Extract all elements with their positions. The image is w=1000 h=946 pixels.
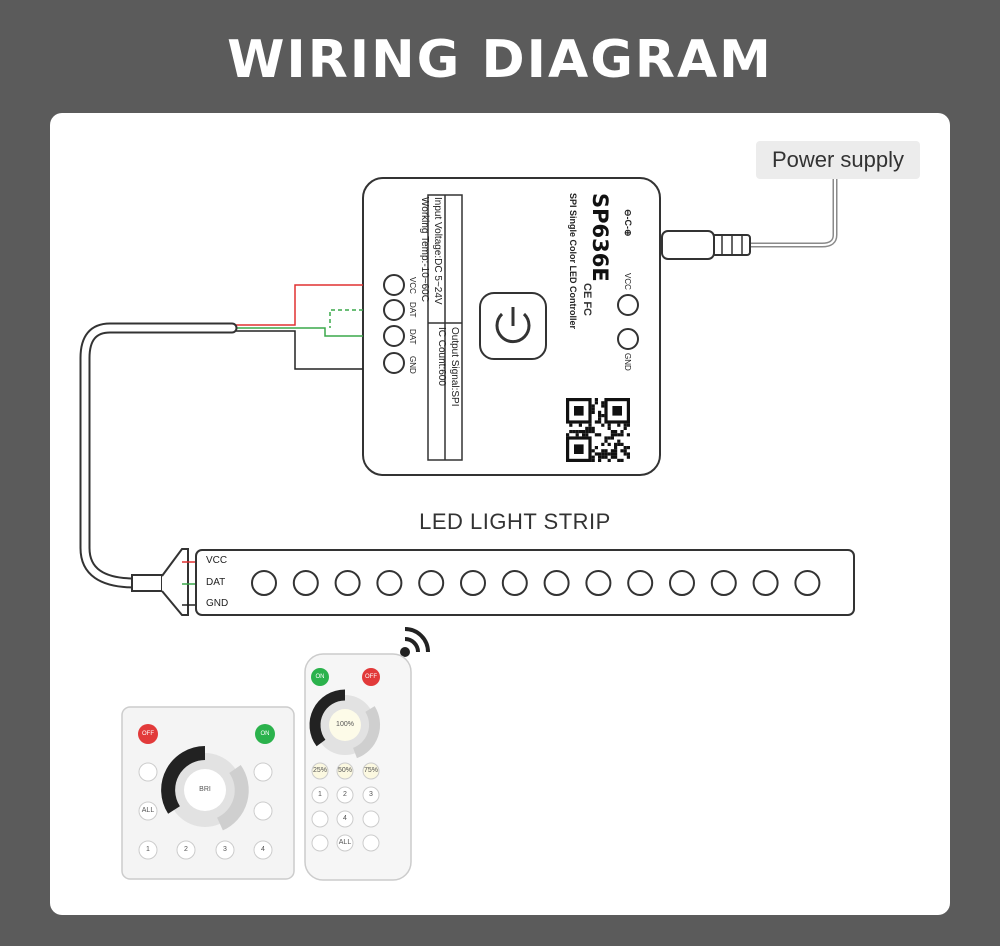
led-3 xyxy=(334,570,361,596)
wireless-signal-icon xyxy=(400,627,430,657)
strip-connector xyxy=(131,574,163,592)
led-9 xyxy=(585,570,612,596)
power-supply-label: Power supply xyxy=(756,141,920,179)
strip-cable xyxy=(79,322,238,589)
wall-key-1[interactable] xyxy=(138,840,158,860)
remote-on-button[interactable] xyxy=(311,668,329,686)
dc-jack-icon xyxy=(661,230,751,260)
led-row xyxy=(251,570,821,596)
led-7 xyxy=(501,570,528,596)
wall-num-1: 1 xyxy=(146,846,150,853)
qr-code-icon xyxy=(565,398,630,462)
wire-dat-dashed xyxy=(329,309,363,328)
led-14 xyxy=(794,570,821,596)
led-6 xyxy=(460,570,486,596)
remote-preset-50-label: 50% xyxy=(337,767,352,774)
wall-on-button[interactable] xyxy=(255,724,275,744)
wall-num-2: 2 xyxy=(184,846,188,853)
remote-num-2: 2 xyxy=(343,791,347,798)
power-supply-cable xyxy=(750,179,838,248)
remote-preset-50[interactable] xyxy=(336,762,354,780)
remote-num-1: 1 xyxy=(318,791,322,798)
wall-panel xyxy=(121,706,295,880)
wire-gnd xyxy=(230,330,363,370)
wall-all-label: ALL xyxy=(141,807,155,814)
remote-preset-25[interactable] xyxy=(311,762,329,780)
remote-preset-75-label: 75% xyxy=(363,767,378,774)
led-13 xyxy=(752,570,779,596)
controller-subtitle: SPI Single Color LED Controller xyxy=(568,193,578,330)
led-4 xyxy=(376,570,403,596)
wall-off-label: OFF xyxy=(142,731,154,737)
remote-center-knob[interactable] xyxy=(329,709,361,741)
led-12 xyxy=(710,570,737,596)
remote-key-mode[interactable] xyxy=(362,810,380,828)
remote-key-music[interactable] xyxy=(362,834,380,852)
remote-key-2[interactable] xyxy=(336,786,354,804)
wall-key-scene[interactable] xyxy=(253,762,273,782)
spec-temp: Working Temp:-10~60C xyxy=(419,197,430,302)
wall-off-button[interactable] xyxy=(138,724,158,744)
diagram-card: Power supply Input Voltage:DC 5~24V Work… xyxy=(50,113,950,915)
terminal-power-gnd xyxy=(617,328,639,350)
wall-key-music[interactable] xyxy=(253,801,273,821)
remote-off-label: OFF xyxy=(365,674,377,680)
wall-center-knob[interactable] xyxy=(184,769,226,811)
remote-off-button[interactable] xyxy=(362,668,380,686)
power-icon[interactable] xyxy=(479,292,547,360)
remote-on-label: ON xyxy=(315,674,325,680)
certification-marks: CE FC xyxy=(581,283,593,316)
strip-label-vcc: VCC xyxy=(206,555,228,566)
terminal-power-vcc xyxy=(617,294,639,316)
remote-key-scene[interactable] xyxy=(311,810,329,828)
remote-key-3[interactable] xyxy=(362,786,380,804)
wall-key-mode[interactable] xyxy=(138,762,158,782)
strip-title: LED LIGHT STRIP xyxy=(419,509,611,534)
page-title: WIRING DIAGRAM xyxy=(227,30,773,90)
wire-vcc xyxy=(230,284,363,326)
wall-on-label: ON xyxy=(260,731,270,737)
remote-key-grid[interactable] xyxy=(311,834,329,852)
remote-preset-75[interactable] xyxy=(362,762,380,780)
remote-preset-25-label: 25% xyxy=(312,767,327,774)
remote-key-1[interactable] xyxy=(311,786,329,804)
terminal-out-gnd xyxy=(383,352,405,374)
remote-key-4[interactable] xyxy=(336,810,354,828)
strip-label-dat: DAT xyxy=(206,577,226,588)
led-11 xyxy=(669,570,695,596)
wall-num-4: 4 xyxy=(261,846,265,853)
led-5 xyxy=(418,570,445,596)
terminal-out-dat1 xyxy=(383,299,405,321)
terminal-out-vcc xyxy=(383,274,405,296)
remote-key-all[interactable] xyxy=(336,834,354,852)
led-8 xyxy=(543,570,570,596)
power-terminal-label-gnd: GND xyxy=(623,353,632,371)
wall-num-3: 3 xyxy=(223,846,227,853)
led-10 xyxy=(627,570,654,596)
remote-num-4: 4 xyxy=(343,815,347,822)
terminal-out-dat2 xyxy=(383,325,405,347)
wall-key-2[interactable] xyxy=(176,840,196,860)
wiring-diagram xyxy=(79,177,855,881)
led-1 xyxy=(251,570,277,596)
led-2 xyxy=(292,570,319,596)
wall-key-4[interactable] xyxy=(253,840,273,860)
handheld-remote xyxy=(304,653,412,881)
wall-key-all[interactable] xyxy=(138,801,158,821)
remote-all-label: ALL xyxy=(338,839,352,846)
wire-dat xyxy=(230,327,363,337)
remote-brightness-value: 100% xyxy=(336,721,354,728)
out-terminal-label-gnd: GND xyxy=(408,356,417,374)
wall-center-label: BRI xyxy=(199,786,211,793)
power-supply-cable-core xyxy=(750,179,836,246)
wall-key-3[interactable] xyxy=(215,840,235,860)
remote-num-3: 3 xyxy=(369,791,373,798)
strip-label-gnd: GND xyxy=(206,598,229,609)
